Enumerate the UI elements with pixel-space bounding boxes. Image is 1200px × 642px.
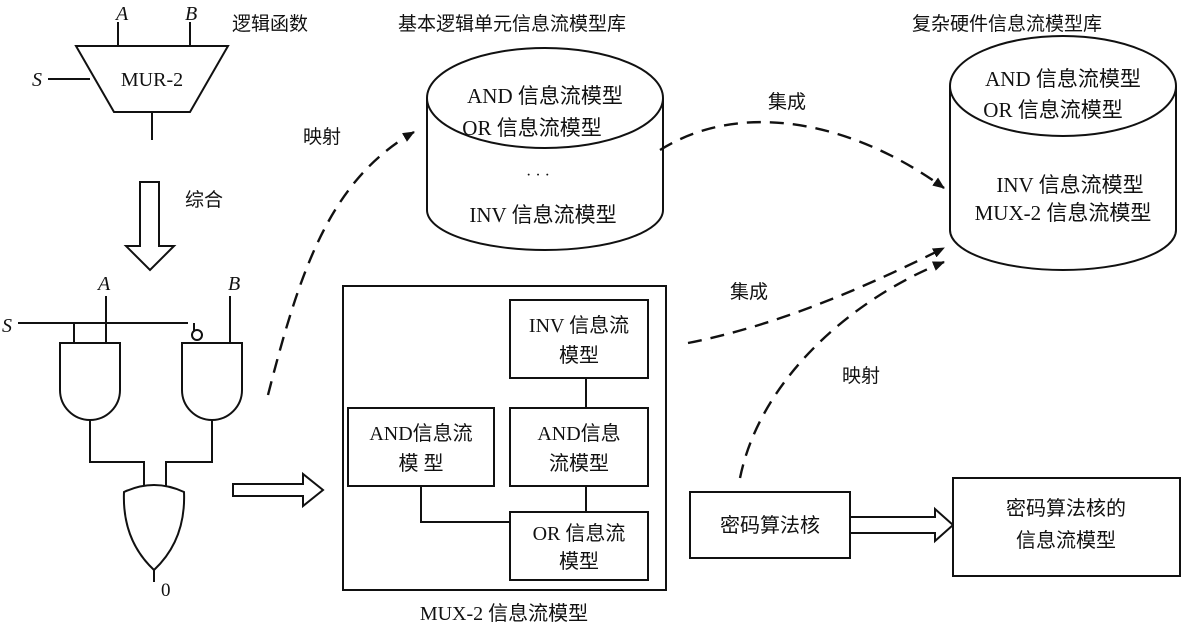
basic-library-item: OR 信息流模型 xyxy=(462,116,601,140)
or-model-text: OR 信息流 xyxy=(533,522,626,545)
crypto-model-arrow xyxy=(849,506,955,544)
and-left-model-box xyxy=(347,407,495,487)
and-left-model-text: AND信息流 xyxy=(369,422,472,445)
gate-input-a-label: A xyxy=(96,273,111,295)
map-label-top: 映射 xyxy=(303,126,341,148)
synthesis-arrow-group: 综合 xyxy=(123,181,223,272)
crypto-core-label: 密码算法核 xyxy=(720,513,820,537)
gate-select-label: S xyxy=(2,315,12,337)
integrate-label-top: 集成 xyxy=(768,91,806,113)
inverter-bubble xyxy=(191,329,203,341)
crypto-core-box xyxy=(689,491,851,559)
or-gate xyxy=(122,484,186,572)
inv-model-box xyxy=(509,299,649,379)
and-gate-1 xyxy=(59,342,121,421)
crypto-model-text: 密码算法核的 xyxy=(1006,496,1126,520)
and-left-to-or-wire xyxy=(420,486,510,523)
crypto-group: 密码算法核 密码算法核的 信息流模型 xyxy=(689,477,1181,577)
mux-model-caption: MUX-2 信息流模型 xyxy=(420,602,588,625)
complex-library-title: 复杂硬件信息流模型库 xyxy=(912,13,1102,35)
basic-library-item: AND 信息流模型 xyxy=(467,84,623,108)
mux-model-group: INV 信息流 模型 AND信息 流模型 AND信息流 模 型 OR 信息流 模… xyxy=(342,285,667,625)
basic-library-item: INV 信息流模型 xyxy=(469,203,616,227)
inv-model-text: INV 信息流 xyxy=(529,314,629,337)
mux-input-a-label: A xyxy=(114,3,129,25)
complex-library-group: 复杂硬件信息流模型库 AND 信息流模型 OR 信息流模型 INV 信息流模型 … xyxy=(912,13,1177,271)
logic-function-title: 逻辑函数 xyxy=(232,13,308,35)
crypto-model-text: 信息流模型 xyxy=(1016,528,1116,552)
basic-library-title: 基本逻辑单元信息流模型库 xyxy=(398,13,626,35)
synthesis-arrow xyxy=(123,181,177,272)
complex-library-item: MUX-2 信息流模型 xyxy=(975,201,1152,225)
or-model-box xyxy=(509,511,649,581)
synthesis-label: 综合 xyxy=(185,189,223,211)
and2-to-or-wire xyxy=(165,420,213,496)
gate-output-label: 0 xyxy=(161,580,171,601)
to-mux-model-arrow xyxy=(232,471,325,509)
and-right-model-text: 流模型 xyxy=(549,452,609,475)
complex-library-cylinder-top xyxy=(949,35,1177,137)
crypto-model-box xyxy=(952,477,1181,577)
mux-symbol xyxy=(74,45,230,113)
and-right-model-text: AND信息 xyxy=(537,422,620,445)
gate-input-b-label: B xyxy=(228,273,240,295)
integrate-arrow-top xyxy=(659,120,945,189)
or-model-text: 模型 xyxy=(559,550,599,573)
integrate-arrow-mid xyxy=(687,246,945,345)
mux-select-label: S xyxy=(32,69,42,91)
mux-label: MUR-2 xyxy=(121,69,183,91)
basic-library-cylinder-top xyxy=(426,47,664,149)
complex-library-item: OR 信息流模型 xyxy=(983,98,1122,122)
basic-library-group: 基本逻辑单元信息流模型库 AND 信息流模型 OR 信息流模型 · · · IN… xyxy=(398,13,664,251)
and-right-model-box xyxy=(509,407,649,487)
integrate-label-mid: 集成 xyxy=(730,281,768,303)
and-left-model-text: 模 型 xyxy=(399,452,444,475)
and1-to-or-wire xyxy=(89,420,145,496)
complex-library-item: AND 信息流模型 xyxy=(985,67,1141,91)
basic-library-item: · · · xyxy=(526,167,550,184)
gate-circuit-group: A B S 0 xyxy=(2,273,243,601)
mux-input-b-label: B xyxy=(185,3,197,25)
and-gate-2 xyxy=(181,342,243,421)
inv-model-text: 模型 xyxy=(559,344,599,367)
map-label-bottom: 映射 xyxy=(842,365,880,387)
map-arrow-top xyxy=(266,130,415,396)
complex-library-item: INV 信息流模型 xyxy=(996,173,1143,197)
logic-function-group: 逻辑函数 A B MUR-2 S xyxy=(32,3,308,140)
complex-library-cylinder-body xyxy=(949,86,1177,271)
